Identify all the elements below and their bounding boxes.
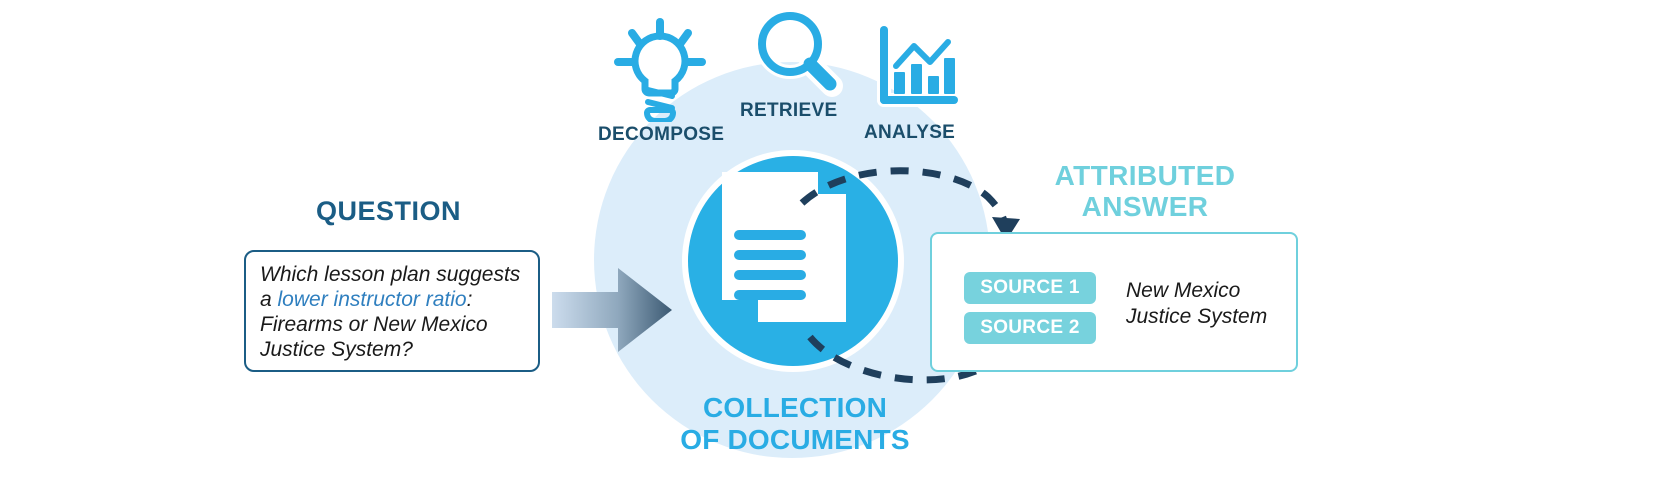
answer-title: ATTRIBUTED ANSWER [1000, 160, 1290, 222]
answer-title-line1: ATTRIBUTED [1054, 160, 1236, 191]
question-text-part-1: Which lesson plan suggests a [260, 263, 521, 311]
lightbulb-icon [612, 18, 708, 127]
collection-caption: COLLECTION OF DOCUMENTS [640, 392, 950, 456]
answer-text: New Mexico Justice System [1126, 278, 1267, 330]
flow-arrow-icon [552, 264, 672, 356]
source-badge-1[interactable]: SOURCE 1 [964, 272, 1096, 304]
pipeline-label-retrieve: RETRIEVE [740, 100, 838, 121]
question-box: Which lesson plan suggests a lower instr… [244, 250, 540, 372]
collection-caption-line2: OF DOCUMENTS [680, 424, 910, 455]
pipeline-label-analyse: ANALYSE [864, 122, 956, 143]
answer-text-line2: Justice System [1126, 305, 1268, 328]
source-badge-2[interactable]: SOURCE 2 [964, 312, 1096, 344]
question-title: QUESTION [316, 196, 462, 226]
question-text-highlight: lower instructor ratio [277, 288, 467, 311]
magnifying-glass-icon [750, 8, 846, 107]
collection-caption-line1: COLLECTION [703, 392, 887, 423]
bar-chart-icon [874, 23, 961, 121]
question-text: Which lesson plan suggests a lower instr… [260, 262, 528, 362]
pipeline-label-decompose: DECOMPOSE [598, 124, 725, 145]
answer-title-line2: ANSWER [1081, 191, 1209, 222]
answer-text-line1: New Mexico [1126, 279, 1241, 302]
answer-box: SOURCE 1 SOURCE 2 New Mexico Justice Sys… [930, 232, 1298, 372]
question-text-part-2: : Firearms or New Mexico Justice System? [260, 288, 488, 361]
documents-icon [718, 168, 878, 344]
